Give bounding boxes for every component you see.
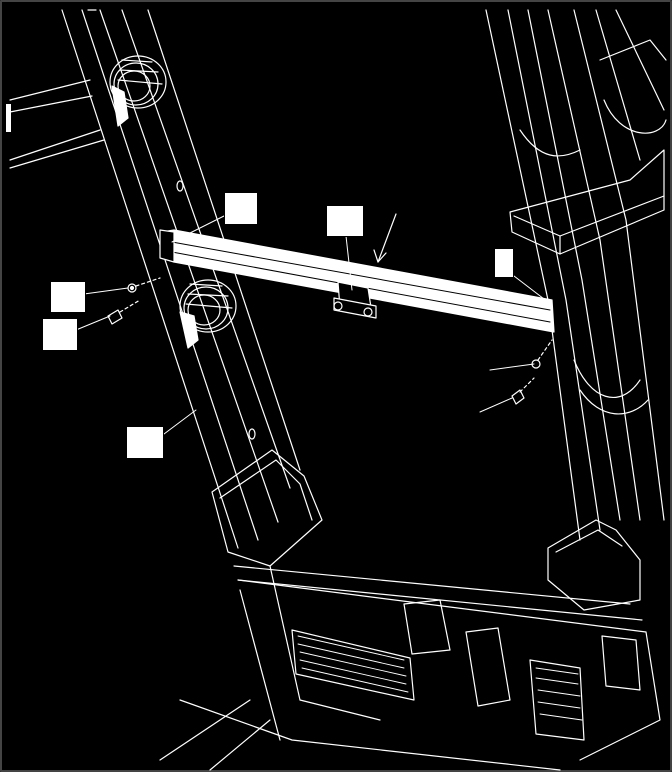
callout-box-2	[326, 205, 364, 237]
callout-box-1	[224, 192, 258, 225]
edge-marker	[6, 104, 11, 132]
vent-slots	[297, 635, 583, 721]
upper-roller-wheel	[109, 55, 167, 127]
callout-box-5	[42, 318, 78, 351]
post-hole-upper	[176, 180, 184, 192]
lower-roller-wheel	[179, 279, 237, 349]
center-clip-bracket	[333, 281, 377, 319]
left-side-bracket	[9, 79, 105, 169]
callout-leaders	[75, 211, 549, 435]
callout-box-3	[494, 248, 514, 278]
callout-box-6	[126, 426, 164, 459]
crossbar	[159, 229, 555, 333]
direction-arrow	[373, 213, 397, 263]
left-fasteners	[107, 277, 161, 325]
right-housing	[509, 39, 667, 415]
post-hole-lower	[248, 428, 256, 440]
callout-box-4	[50, 281, 86, 313]
right-fasteners	[511, 339, 553, 405]
base-motor-hood	[159, 449, 661, 771]
